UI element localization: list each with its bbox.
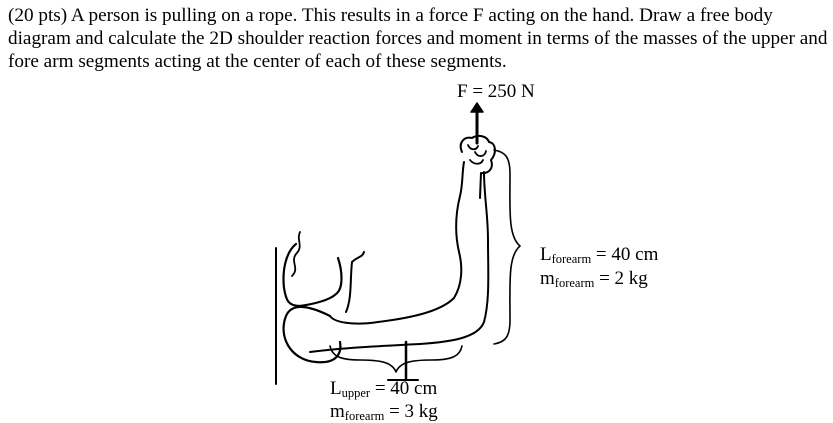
hand-outline: [459, 134, 496, 199]
forearm-inner-edge: [309, 171, 490, 353]
problem-text: A person is pulling on a rope. This resu…: [8, 5, 828, 72]
forearm-mass-label: mforearm = 2 kg: [540, 268, 648, 290]
problem-statement: (20 pts) A person is pulling on a rope. …: [8, 4, 828, 73]
forearm-mass-subscript: forearm: [554, 276, 595, 290]
upper-mass-label: mforearm = 3 kg: [330, 401, 438, 423]
shoulder-squiggle: [291, 231, 301, 277]
upper-mass-symbol: m: [330, 401, 345, 422]
upper-length-subscript: upper: [341, 386, 371, 400]
biceps-outline: [345, 251, 365, 313]
upper-mass-value: = 3 kg: [389, 401, 438, 422]
forearm-outer-edge: [329, 161, 465, 325]
forearm-length-label: Lforearm = 40 cm: [540, 244, 658, 266]
upper-length-label: Lupper = 40 cm: [330, 378, 437, 400]
forearm-mass-value: = 2 kg: [599, 268, 648, 289]
upper-length-value: = 40 cm: [374, 378, 438, 399]
forearm-mass-symbol: m: [540, 268, 555, 289]
forearm-brace: [493, 149, 521, 345]
problem-points: (20 pts): [8, 5, 68, 26]
forearm-length-symbol: L: [540, 244, 552, 265]
forearm-length-value: = 40 cm: [595, 244, 659, 265]
hand-fingers: [467, 144, 487, 165]
upper-mass-subscript: forearm: [344, 409, 385, 423]
force-label: F = 250 N: [457, 81, 535, 102]
force-arrow-head: [470, 102, 484, 113]
forearm-length-subscript: forearm: [551, 252, 592, 266]
upper-length-symbol: L: [330, 378, 342, 399]
upper-arm-outline: [282, 305, 342, 364]
shoulder-curve: [282, 242, 343, 308]
upper-arm-brace: [329, 345, 463, 373]
